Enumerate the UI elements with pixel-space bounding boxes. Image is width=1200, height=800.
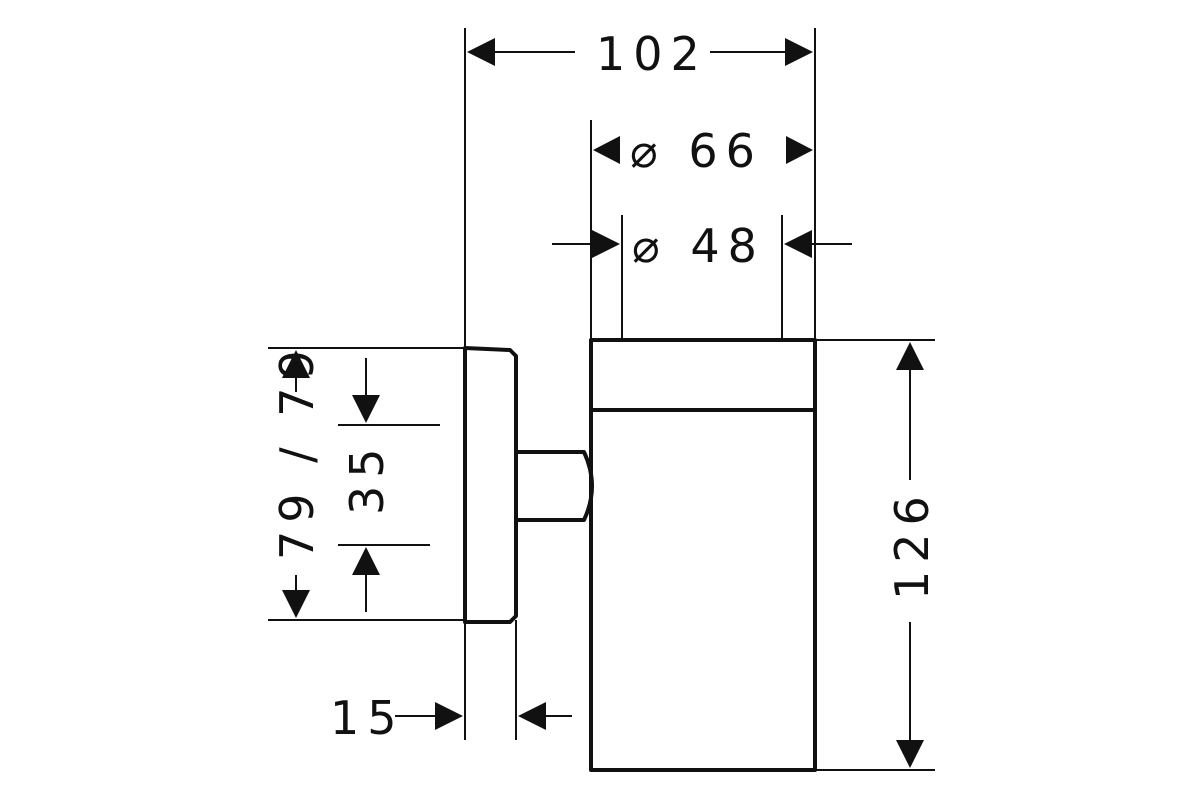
arrow-left-icon (518, 702, 546, 730)
cup-rim (589, 338, 817, 412)
dimension-plate-thickness: 15 (330, 691, 572, 745)
dimension-total-height: 126 (885, 342, 939, 768)
dim-label-79-79: 79 / 79 (270, 342, 324, 560)
dimension-outer-diameter: ⌀ 66 (593, 124, 813, 178)
arrow-left-icon (467, 38, 495, 66)
arrow-up-icon (352, 547, 380, 575)
arrow-up-icon (282, 350, 310, 378)
arrow-right-icon (593, 136, 620, 164)
extension-lines (268, 28, 935, 771)
arrow-down-icon (352, 395, 380, 423)
dim-label-35: 35 (340, 440, 394, 515)
dim-label-102: 102 (596, 27, 708, 81)
arrow-left-icon (786, 136, 813, 164)
dim-label-126: 126 (885, 488, 939, 600)
product-outline (463, 338, 817, 772)
arrow-down-icon (896, 740, 924, 768)
arrow-right-icon (785, 38, 813, 66)
dim-label-15: 15 (330, 691, 405, 745)
dim-label-diameter-66: ⌀ 66 (630, 124, 763, 178)
dim-label-diameter-48: ⌀ 48 (632, 219, 765, 273)
dimension-inner-diameter: ⌀ 48 (552, 219, 852, 273)
arrow-up-icon (896, 342, 924, 370)
connecting-arm (516, 450, 594, 522)
arrow-left-icon (784, 230, 812, 258)
arrow-right-icon (435, 702, 463, 730)
arrow-right-icon (592, 230, 620, 258)
wall-plate (463, 346, 518, 624)
dimension-plate-height: 79 / 79 (270, 342, 324, 618)
dimension-arm-spacing: 35 (340, 358, 394, 612)
dimension-overall-depth: 102 (467, 27, 813, 81)
cup-body (589, 408, 817, 772)
arrow-down-icon (282, 590, 310, 618)
